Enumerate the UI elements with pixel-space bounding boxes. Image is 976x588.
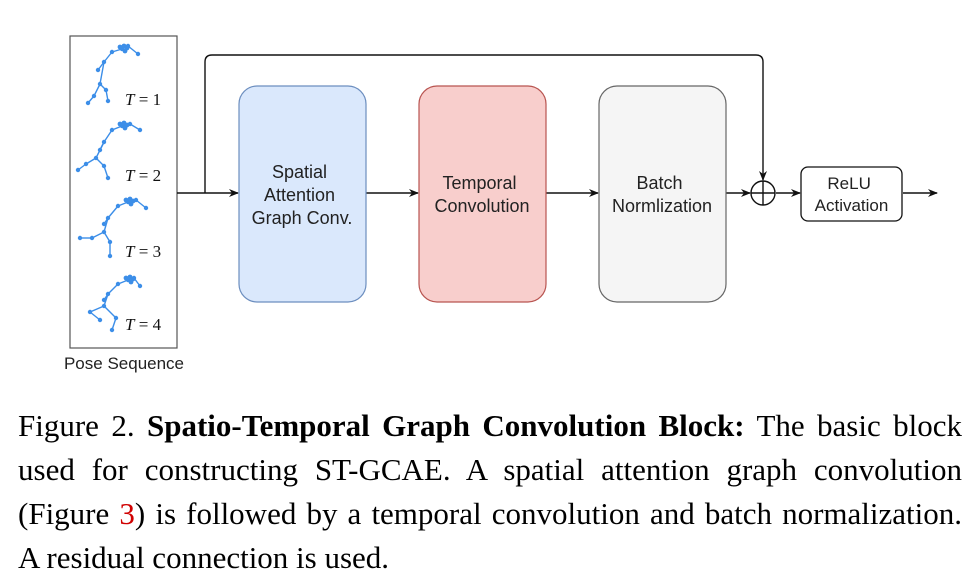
figure-number: Figure 2. <box>18 408 135 443</box>
pose-sequence-label: Pose Sequence <box>64 354 184 373</box>
relu-activation-label: ReLU Activation <box>815 174 889 215</box>
pose-frame-3 <box>77 196 149 259</box>
caption-text-2: ) is followed by a temporal convolution … <box>18 496 962 575</box>
residual-connection <box>204 54 767 193</box>
frame-label-2: T = 2 <box>125 166 161 185</box>
pose-frame-2 <box>75 120 143 181</box>
spatial-attention-label: Spatial Attention Graph Conv. <box>252 162 353 228</box>
figure-title: Spatio-Temporal Graph Convolution Block: <box>147 408 745 443</box>
pose-frame-1 <box>85 43 141 106</box>
spatial-attention-block <box>238 85 367 303</box>
relu-activation-block <box>800 166 903 222</box>
temporal-convolution-block <box>418 85 547 303</box>
caption-text-1: The basic block used for constructing ST… <box>18 408 962 531</box>
temporal-convolution-label: Temporal Convolution <box>434 173 529 216</box>
batch-normalization-block <box>598 85 727 303</box>
figure-reference-link[interactable]: 3 <box>119 496 135 531</box>
pose-sequence-frame <box>69 35 178 349</box>
batch-normalization-label: Batch Normlization <box>612 173 712 216</box>
frame-label-4: T = 4 <box>125 315 162 334</box>
st-gcn-block-diagram: T = 1 T = 2 T = 3 T = 4 Pose Sequence Sp… <box>64 35 938 373</box>
frame-label-3: T = 3 <box>125 242 161 261</box>
figure-caption: Figure 2. Spatio-Temporal Graph Convolut… <box>18 404 962 580</box>
pose-frame-4 <box>87 274 143 333</box>
sum-node <box>750 180 776 206</box>
frame-label-1: T = 1 <box>125 90 161 109</box>
